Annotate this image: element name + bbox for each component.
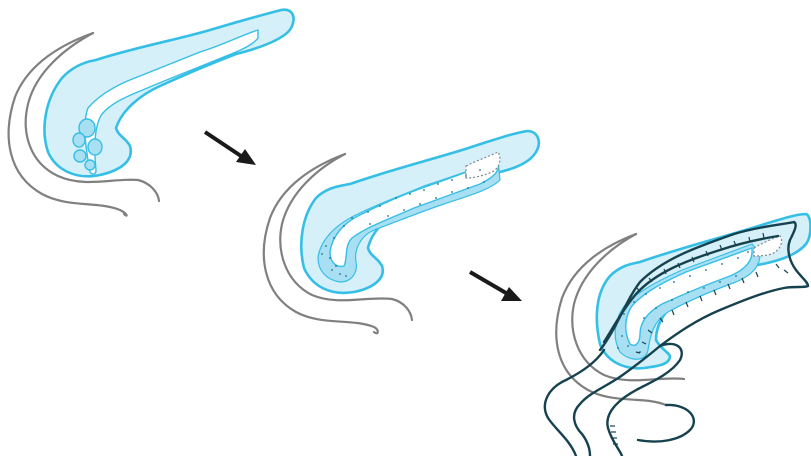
stipple-dot bbox=[623, 313, 625, 315]
stipple-dot bbox=[673, 281, 675, 283]
stage-3-jejunal-loop bbox=[545, 214, 811, 456]
stipple-dot bbox=[689, 275, 691, 277]
stipple-dot bbox=[671, 299, 673, 301]
stipple-dot bbox=[659, 287, 661, 289]
stipple-dot bbox=[333, 237, 335, 239]
arrow-1 bbox=[205, 132, 256, 165]
stipple-dot bbox=[747, 251, 749, 253]
stipple-dot bbox=[627, 345, 629, 347]
stipple-dot bbox=[367, 211, 369, 213]
stipple-dot bbox=[437, 183, 439, 185]
stipple-dot bbox=[325, 245, 327, 247]
stipple-dot bbox=[687, 291, 689, 293]
stipple-dot bbox=[617, 347, 619, 349]
stipple-dot bbox=[335, 265, 337, 267]
duct-stone bbox=[88, 139, 102, 155]
stipple-dot bbox=[643, 317, 645, 319]
stipple-dot bbox=[419, 203, 421, 205]
stipple-dot bbox=[703, 287, 705, 289]
suture-tick bbox=[756, 272, 758, 277]
jejunal-loop bbox=[545, 350, 604, 456]
stipple-dot bbox=[721, 263, 723, 265]
duct-stone bbox=[85, 160, 95, 170]
stipple-dot bbox=[379, 205, 381, 207]
stipple-dot bbox=[329, 257, 331, 259]
suture-tick bbox=[672, 310, 674, 315]
stipple-dot bbox=[451, 179, 453, 181]
stipple-dot bbox=[387, 215, 389, 217]
stipple-dot bbox=[339, 273, 341, 275]
stipple-dot bbox=[633, 301, 635, 303]
stipple-dot bbox=[409, 193, 411, 195]
stipple-dot bbox=[343, 225, 345, 227]
stipple-dot bbox=[331, 269, 333, 271]
stipple-dot bbox=[467, 187, 469, 189]
duct-stone bbox=[73, 133, 85, 147]
stipple-dot bbox=[351, 217, 353, 219]
jejunal-loop bbox=[638, 405, 694, 442]
stipple-dot bbox=[645, 293, 647, 295]
suture-tick bbox=[784, 270, 788, 273]
stipple-dot bbox=[465, 175, 467, 177]
stipple-dot bbox=[479, 169, 481, 171]
stipple-dot bbox=[621, 335, 623, 337]
arrow-2 bbox=[470, 272, 522, 301]
stipple-dot bbox=[655, 307, 657, 309]
stipple-dot bbox=[403, 209, 405, 211]
stipple-dot bbox=[483, 181, 485, 183]
suture-tick bbox=[700, 296, 702, 301]
suture-tick bbox=[714, 290, 716, 295]
stipple-dot bbox=[451, 191, 453, 193]
stipple-dot bbox=[719, 281, 721, 283]
stipple-dot bbox=[395, 197, 397, 199]
stipple-dot bbox=[737, 257, 739, 259]
stipple-dot bbox=[705, 269, 707, 271]
duct-stone bbox=[74, 150, 86, 162]
stipple-dot bbox=[345, 275, 347, 277]
stipple-dot bbox=[369, 223, 371, 225]
stipple-dot bbox=[423, 189, 425, 191]
stipple-dot bbox=[321, 253, 323, 255]
stage-1-pancreas-before bbox=[9, 10, 294, 216]
stipple-dot bbox=[435, 197, 437, 199]
suture-tick bbox=[776, 264, 779, 268]
stipple-dot bbox=[735, 275, 737, 277]
stage-2-duct-opened bbox=[264, 131, 539, 333]
